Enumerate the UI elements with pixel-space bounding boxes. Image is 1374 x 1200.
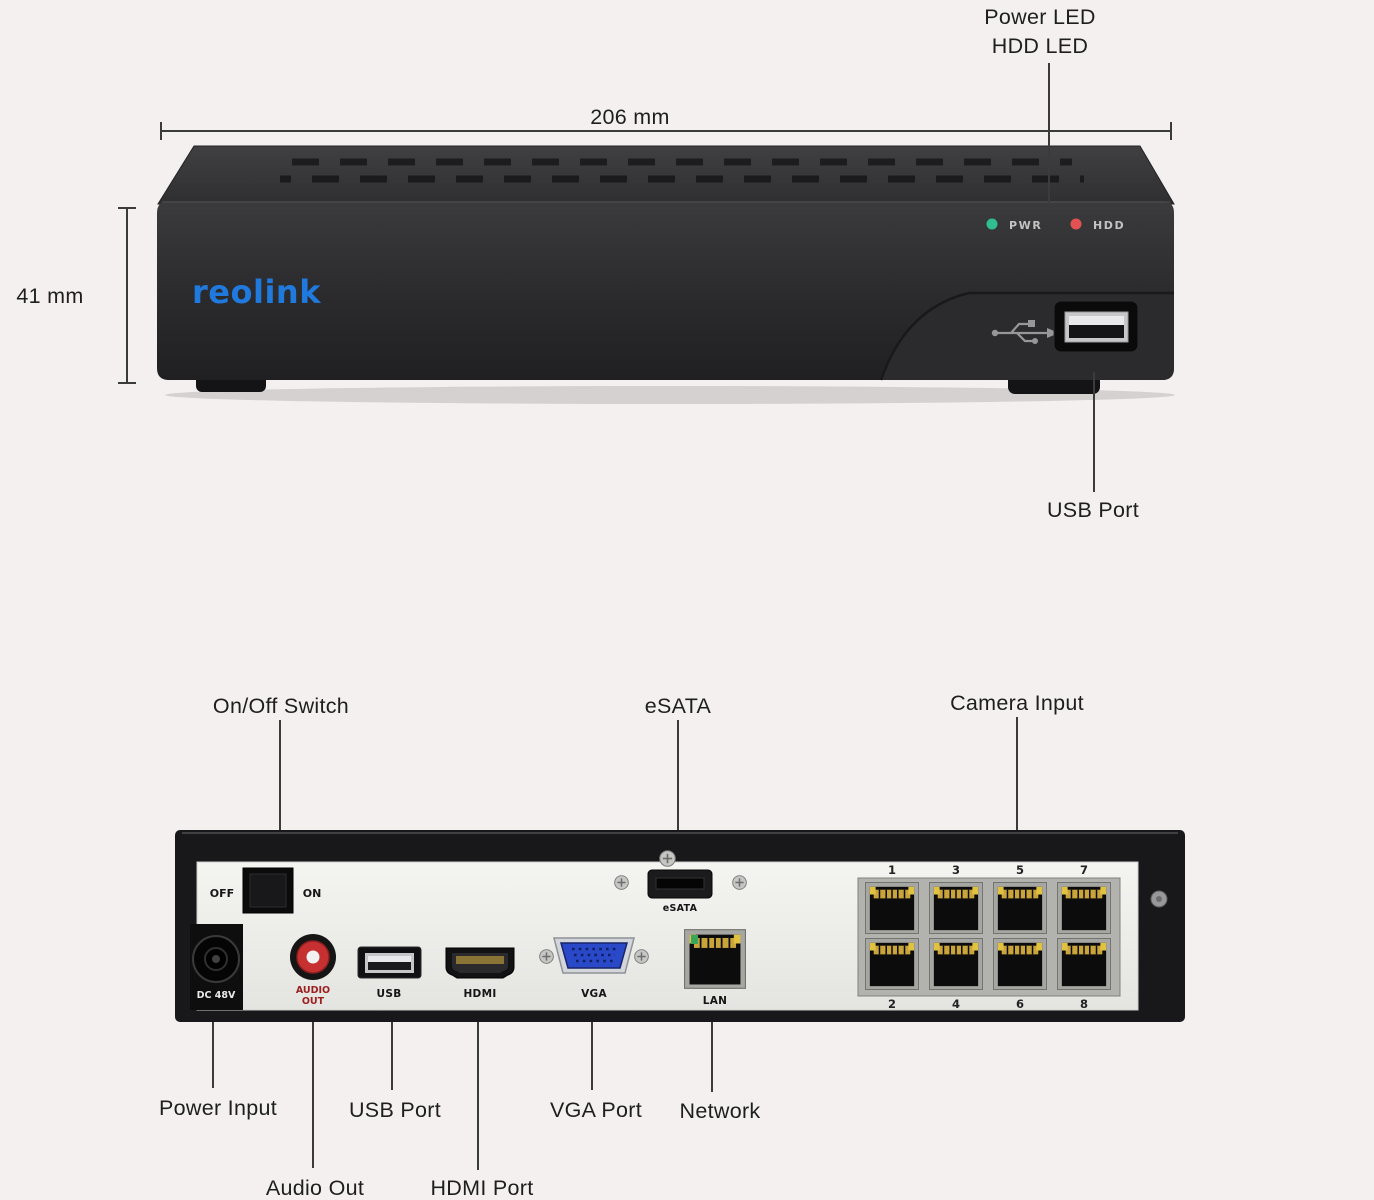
switch-off-label: OFF bbox=[210, 887, 234, 900]
power-input-line bbox=[212, 1022, 214, 1088]
cam-num-7: 7 bbox=[1080, 863, 1088, 877]
hdmi-port: HDMI bbox=[445, 947, 515, 1000]
nvr-rear-view: OFF ON DC 48V AUDIO OUT USB bbox=[175, 830, 1185, 1022]
onoff-callout-line bbox=[279, 720, 281, 830]
rear-usb-port: USB bbox=[357, 946, 422, 1000]
led-callout: Power LED HDD LED bbox=[930, 3, 1150, 61]
height-dim-tick-top bbox=[118, 207, 136, 209]
esata-callout-label: eSATA bbox=[644, 694, 712, 718]
usb-print-label: USB bbox=[377, 988, 402, 1000]
hdmi-callout-label: HDMI Port bbox=[430, 1176, 534, 1200]
audio-out-jack: AUDIO OUT bbox=[290, 934, 336, 1007]
audio-label-line1: AUDIO bbox=[296, 985, 330, 996]
switch-on-label: ON bbox=[303, 887, 322, 900]
camera-callout-line bbox=[1016, 717, 1018, 830]
onoff-callout-label: On/Off Switch bbox=[212, 694, 350, 718]
audio-out-line bbox=[312, 1022, 314, 1168]
usb-front-callout-line bbox=[1093, 372, 1095, 492]
lan-port: LAN bbox=[684, 928, 746, 1007]
hdd-led bbox=[1070, 218, 1082, 230]
brand-logo: reolink bbox=[192, 273, 321, 311]
width-dim-tick-right bbox=[1170, 122, 1172, 140]
height-dimension-label: 41 mm bbox=[16, 284, 84, 308]
nvr-front-view: PWR HDD reolink bbox=[157, 145, 1175, 404]
network-label: Network bbox=[679, 1099, 761, 1123]
cam-num-3: 3 bbox=[952, 863, 960, 877]
vga-print-label: VGA bbox=[581, 988, 607, 1000]
hdmi-callout-line bbox=[477, 1022, 479, 1170]
camera-input-block: 1 3 5 7 2 4 6 8 bbox=[857, 863, 1121, 1011]
front-usb-port bbox=[1053, 300, 1139, 353]
hdd-led-callout-text: HDD LED bbox=[991, 34, 1089, 58]
usb-symbol-icon bbox=[991, 320, 1059, 344]
front-top-face bbox=[157, 145, 1175, 205]
hdd-led-text: HDD bbox=[1093, 219, 1125, 232]
cam-num-1: 1 bbox=[888, 863, 896, 877]
dc-power-jack: DC 48V bbox=[190, 924, 243, 1010]
hdmi-print-label: HDMI bbox=[463, 988, 496, 1000]
cam-num-5: 5 bbox=[1016, 863, 1024, 877]
lan-print-label: LAN bbox=[703, 995, 728, 1007]
power-switch: OFF ON bbox=[210, 867, 322, 914]
esata-port: eSATA bbox=[614, 850, 747, 914]
height-dim-tick-bottom bbox=[118, 382, 136, 384]
audio-label-line2: OUT bbox=[302, 996, 325, 1007]
front-shadow bbox=[165, 386, 1175, 404]
network-line bbox=[711, 1022, 713, 1092]
height-dimension-line bbox=[126, 208, 128, 384]
usb-front-callout-label: USB Port bbox=[1046, 498, 1139, 522]
vga-callout-line bbox=[591, 1022, 593, 1090]
cam-num-6: 6 bbox=[1016, 997, 1024, 1011]
esata-callout-line bbox=[677, 720, 679, 830]
usb-rear-line bbox=[391, 1022, 393, 1090]
usb-rear-label: USB Port bbox=[348, 1098, 441, 1122]
cam-num-4: 4 bbox=[952, 997, 960, 1011]
pwr-led-text: PWR bbox=[1009, 219, 1042, 232]
width-dim-tick-left bbox=[160, 122, 162, 140]
cam-num-8: 8 bbox=[1080, 997, 1088, 1011]
power-input-label: Power Input bbox=[158, 1096, 278, 1120]
audio-out-label: Audio Out bbox=[265, 1176, 365, 1200]
led-callout-line bbox=[1048, 63, 1050, 206]
camera-callout-label: Camera Input bbox=[950, 691, 1084, 715]
vga-callout-label: VGA Port bbox=[549, 1098, 643, 1122]
power-led-callout-text: Power LED bbox=[984, 5, 1096, 29]
cam-num-2: 2 bbox=[888, 997, 896, 1011]
esata-print-label: eSATA bbox=[663, 903, 698, 914]
front-seam bbox=[879, 291, 1174, 381]
width-dimension-label: 206 mm bbox=[590, 105, 670, 129]
width-dimension-line bbox=[160, 130, 1172, 132]
dc-label: DC 48V bbox=[197, 990, 236, 1001]
pwr-led bbox=[986, 218, 998, 230]
vga-port: VGA bbox=[539, 937, 649, 1000]
chassis-stud bbox=[1150, 890, 1168, 908]
